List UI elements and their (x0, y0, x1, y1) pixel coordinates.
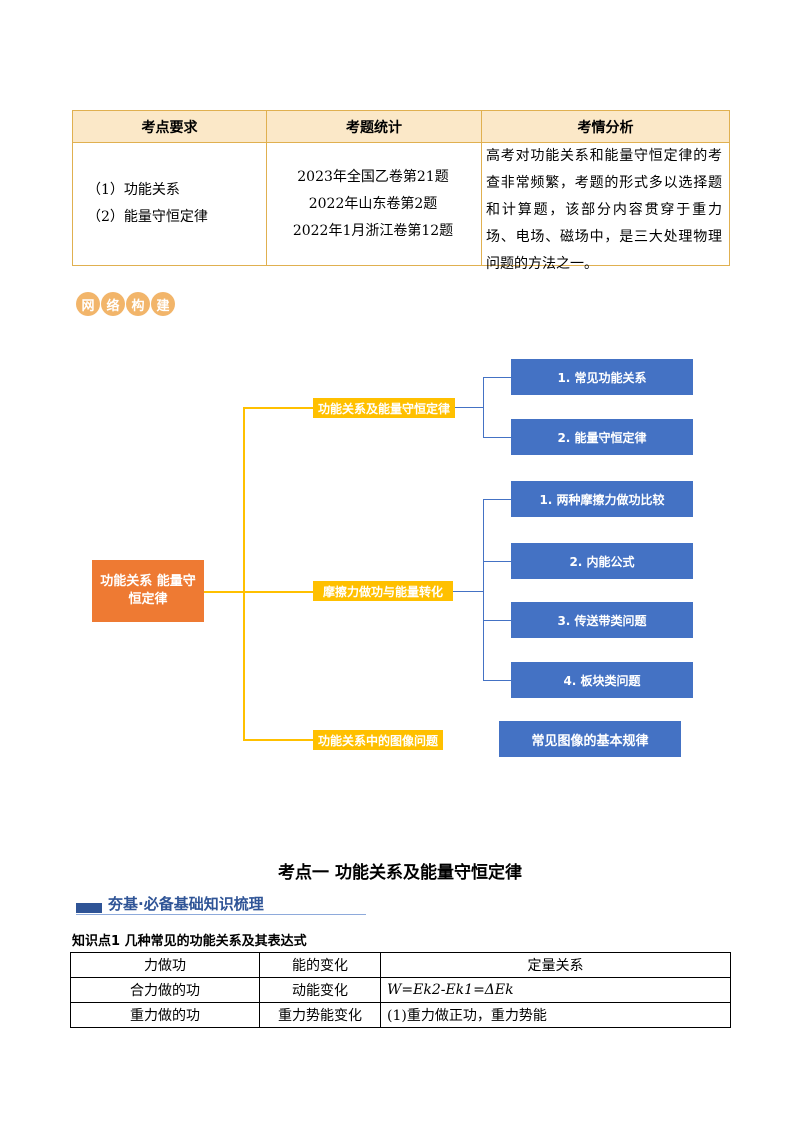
table-cell: 动能变化 (259, 977, 381, 1003)
section-banner: 夯基·必备基础知识梳理 (76, 893, 366, 915)
branch-graph-problems: 功能关系中的图像问题 (313, 730, 443, 750)
connector-line (483, 377, 511, 378)
branch-function-energy: 功能关系及能量守恒定律 (313, 398, 455, 418)
table-cell: 合力做的功 (70, 977, 260, 1003)
connector-line (483, 437, 511, 438)
header-statistics: 考题统计 (267, 111, 481, 143)
requirement-item: （1）功能关系 (87, 182, 180, 198)
connector-line (483, 377, 484, 438)
table-header-cell: 定量关系 (380, 952, 731, 978)
banner-underline (76, 914, 366, 915)
leaf-board-block: 4. 板块类问题 (511, 662, 693, 698)
badge-char: 建 (151, 292, 175, 316)
leaf-common-relations: 1. 常见功能关系 (511, 359, 693, 395)
table-header-cell: 力做功 (70, 952, 260, 978)
table-header-cell: 能的变化 (259, 952, 381, 978)
leaf-energy-conservation: 2. 能量守恒定律 (511, 419, 693, 455)
network-badge: 网 络 构 建 (76, 292, 175, 316)
connector-line (483, 680, 511, 681)
root-label-line: 恒定律 (128, 592, 168, 607)
leaf-internal-energy: 2. 内能公式 (511, 543, 693, 579)
function-relations-table: 力做功 能的变化 定量关系 合力做的功 动能变化 W=Ek2-Ek1=ΔEk 重… (70, 952, 731, 1028)
header-analysis: 考情分析 (482, 111, 729, 143)
connector-line (483, 499, 484, 681)
requirement-item: （2）能量守恒定律 (87, 209, 208, 225)
connector-line (243, 739, 313, 741)
analysis-line: 和计算题，该部分内容贯穿于重力 (486, 202, 722, 218)
section-title: 考点一 功能关系及能量守恒定律 (278, 863, 522, 883)
connector-line (204, 591, 244, 593)
table-row: 合力做的功 动能变化 W=Ek2-Ek1=ΔEk (70, 977, 731, 1003)
knowledge-point-heading: 知识点1 几种常见的功能关系及其表达式 (72, 934, 307, 949)
analysis-line: 问题的方法之一。 (486, 256, 598, 272)
analysis-line: 高考对功能关系和能量守恒定律的考 (486, 148, 722, 164)
header-requirement: 考点要求 (73, 111, 266, 143)
stat-item: 2022年1月浙江卷第12题 (292, 222, 454, 239)
table-divider (266, 111, 267, 265)
table-cell: W=Ek2-Ek1=ΔEk (380, 977, 731, 1003)
table-divider (481, 111, 482, 265)
connector-line (243, 407, 313, 409)
statistics-cell: 2023年全国乙卷第21题 2022年山东卷第2题 2022年1月浙江卷第12题 (266, 143, 480, 265)
table-cell: (1)重力做正功，重力势能 (380, 1002, 731, 1028)
root-label-line: 功能关系 能量守 (100, 574, 196, 589)
requirements-cell: （1）功能关系 （2）能量守恒定律 (87, 143, 208, 265)
connector-line (453, 591, 483, 592)
analysis-cell: 高考对功能关系和能量守恒定律的考 查非常频繁，考题的形式多以选择题 和计算题，该… (486, 143, 722, 272)
exam-overview-table: 考点要求 考题统计 考情分析 （1）功能关系 （2）能量守恒定律 2023年全国… (72, 110, 730, 272)
connector-line (483, 561, 511, 562)
banner-bar (76, 903, 102, 913)
connector-line (455, 407, 483, 408)
badge-char: 网 (76, 292, 100, 316)
analysis-line: 场、电场、磁场中，是三大处理物理 (486, 229, 722, 245)
connector-line (483, 620, 511, 621)
table-cell: 重力做的功 (70, 1002, 260, 1028)
analysis-line: 查非常频繁，考题的形式多以选择题 (486, 175, 722, 191)
connector-line (243, 591, 313, 593)
leaf-graph-rules: 常见图像的基本规律 (499, 721, 681, 757)
badge-char: 络 (101, 292, 125, 316)
connector-line (243, 407, 245, 740)
stat-item: 2023年全国乙卷第21题 (297, 168, 449, 185)
leaf-friction-comparison: 1. 两种摩擦力做功比较 (511, 481, 693, 517)
table-row: 力做功 能的变化 定量关系 (70, 952, 731, 978)
leaf-conveyor-belt: 3. 传送带类问题 (511, 602, 693, 638)
badge-char: 构 (126, 292, 150, 316)
banner-text: 夯基·必备基础知识梳理 (108, 895, 264, 913)
connector-line (483, 499, 511, 500)
mindmap-root: 功能关系 能量守 恒定律 (92, 560, 204, 622)
branch-friction-work: 摩擦力做功与能量转化 (313, 581, 453, 601)
table-row: 重力做的功 重力势能变化 (1)重力做正功，重力势能 (70, 1002, 731, 1028)
stat-item: 2022年山东卷第2题 (308, 195, 438, 212)
table-cell: 重力势能变化 (259, 1002, 381, 1028)
